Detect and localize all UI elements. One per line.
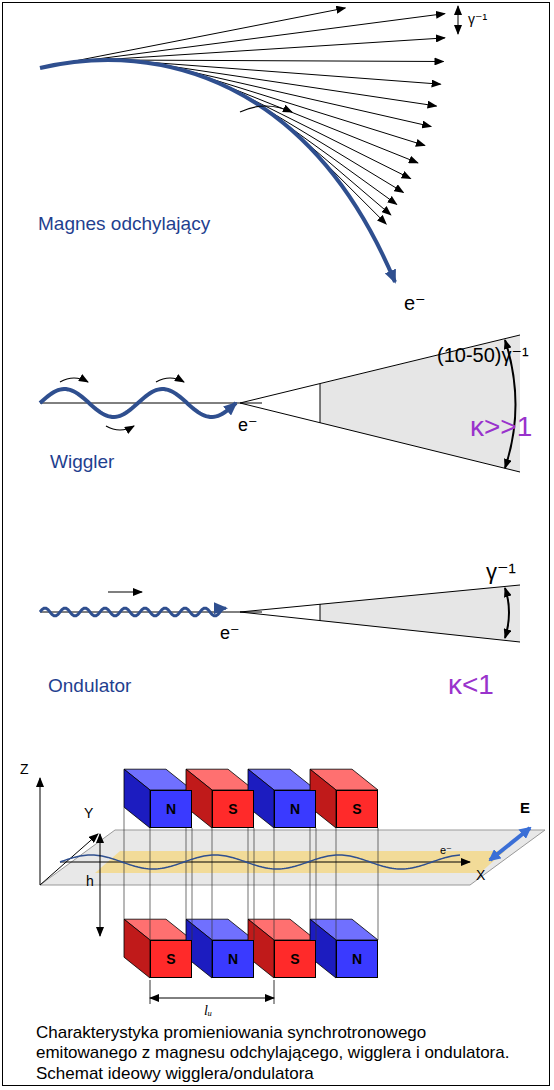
electron-path [60, 855, 460, 869]
angle-label: γ⁻¹ [468, 12, 487, 27]
axis-label: Y [84, 806, 93, 821]
magnet-block: S [150, 940, 192, 978]
emission-arrow [130, 61, 441, 84]
emission-arrow [170, 67, 431, 127]
pole-letter: N [290, 801, 300, 817]
angle-label: (10-50)γ⁻¹ [437, 344, 529, 366]
magnet-block: S [336, 790, 378, 828]
magnet-faces [124, 769, 378, 978]
emission-arrow [70, 14, 445, 63]
electron-label: e⁻ [440, 844, 452, 856]
electron-path [40, 608, 226, 616]
section-title: Magnes odchylający [38, 214, 210, 235]
angle-label: γ⁻¹ [486, 560, 516, 584]
pole-letter: N [228, 951, 238, 967]
pole-letter: S [352, 801, 361, 817]
section-title: Ondulator [48, 676, 131, 697]
magnet-block: S [212, 790, 254, 828]
dimension-label: h [86, 874, 94, 889]
gap-arrow [100, 834, 101, 936]
parameter-label: κ<1 [448, 670, 494, 701]
emission-arrow [110, 60, 444, 62]
pole-letter: N [166, 801, 176, 817]
angle-arrow [505, 588, 509, 638]
field-label: E [520, 800, 530, 817]
pole-letter: S [228, 801, 237, 817]
electron-label: e⁻ [220, 624, 240, 644]
electron-label: e⁻ [238, 416, 258, 436]
pole-letter: N [352, 951, 362, 967]
magnet-block: N [336, 940, 378, 978]
polarization-arrow [490, 828, 530, 860]
emission-arrow [90, 38, 445, 61]
electron-path [40, 60, 395, 282]
pole-letter: S [290, 951, 299, 967]
emission-arrow [150, 63, 437, 106]
orbit-plane [40, 830, 545, 885]
magnet-block: N [150, 790, 192, 828]
direction-arrow [240, 106, 292, 112]
parameter-label: κ>>1 [470, 412, 532, 443]
figure-caption: Charakterystyka promieniowania synchrotr… [36, 1023, 516, 1084]
emission-arrow [51, 8, 345, 66]
magnet-block: N [274, 790, 316, 828]
radiation-cone [320, 585, 520, 642]
pole-letter: S [166, 951, 175, 967]
magnet-block: N [212, 940, 254, 978]
electron-label: e⁻ [404, 292, 426, 314]
magnet-block: S [274, 940, 316, 978]
axis-label: X [476, 868, 485, 883]
angle-arrow [458, 6, 459, 34]
emission-arrows [51, 8, 445, 224]
electron-path [40, 389, 236, 417]
period-arrow [150, 998, 274, 999]
section-title: Wiggler [50, 452, 114, 473]
dimension-label: lᵤ [204, 1003, 212, 1018]
axis-label: Z [20, 762, 29, 777]
